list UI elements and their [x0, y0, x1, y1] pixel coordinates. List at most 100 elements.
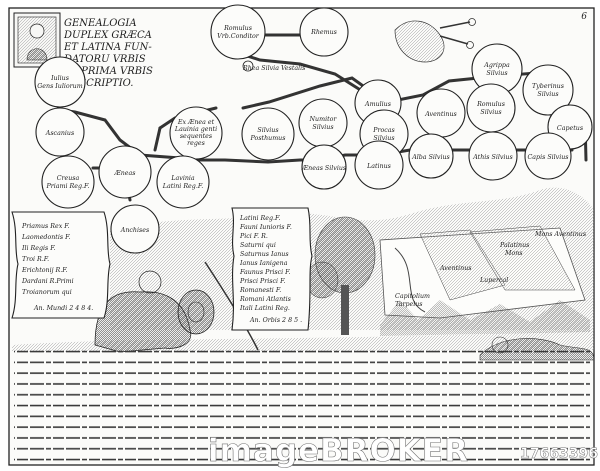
- medallion-label: Ascanius: [45, 130, 75, 137]
- cartouche-line: Ili Regis F.: [21, 245, 56, 252]
- medallion-label: Alba Silvius: [411, 154, 450, 161]
- cartouche-line: Romani Atlantis: [239, 296, 292, 303]
- medallion-label: Romulus: [476, 101, 506, 108]
- medallion: Numitor Silvius: [298, 98, 348, 148]
- medallion-label: Silvius: [257, 127, 279, 134]
- title-line: DUPLEX GRÆCA: [63, 30, 152, 41]
- cartouche-line: Saturni qui: [240, 242, 276, 249]
- cartouche-line: Fauni Iunioris F.: [239, 224, 292, 231]
- medallion-label: Rhemus: [310, 29, 338, 36]
- cartouche-line: Pici F. R.: [239, 233, 268, 240]
- cartouche-line: Ianus Ianigena: [239, 260, 288, 267]
- medallion-label: Vrb.Conditor: [217, 33, 260, 40]
- medallion-label: Romulus: [223, 25, 253, 32]
- seated-soldier-figure: [94, 261, 259, 353]
- shield-icon: [177, 289, 215, 335]
- medallion-label: Silvius: [486, 70, 508, 77]
- medallion-label: Silvius: [537, 91, 559, 98]
- medallion-label: Gens Iuliorum: [37, 83, 82, 90]
- medallion: Æneas: [98, 145, 152, 199]
- medallion: Alba Silvius: [408, 133, 454, 179]
- medallion-label: Priami Reg.F.: [46, 183, 90, 190]
- map-label: Mons Aventinus: [534, 231, 587, 238]
- plate-number: 6: [581, 12, 587, 22]
- medallion: Ascanius: [35, 107, 85, 157]
- medallion-label: reges: [187, 140, 205, 147]
- medallion: Iulius Gens Iuliorum: [34, 56, 86, 108]
- cartouche-line: Romanesti F.: [239, 287, 281, 294]
- medallion-label: Ex Ænea et: [177, 119, 215, 126]
- medallion-label: Tyberinus: [532, 83, 565, 90]
- cartouche-line: Saturnus Ianus: [240, 251, 289, 258]
- medallion-label: Lauinia genti: [174, 126, 217, 133]
- title-line: ET PRIMA VRBIS: [63, 66, 153, 77]
- watermark-id: 17663396: [520, 446, 598, 462]
- medallion: Aventinus: [416, 88, 466, 138]
- medallion-label: Lavinia: [170, 175, 195, 182]
- cartouche-line: Itali Latini Reg.: [239, 305, 290, 312]
- medallion-label: Procas: [372, 127, 395, 134]
- medallion: Lavinia Latini Reg.F.: [156, 155, 210, 209]
- medallion: Tyberinus Silvius: [522, 64, 574, 116]
- medallion: Rhemus: [299, 7, 349, 57]
- medallion: Silvius Posthumus: [241, 107, 295, 161]
- map-label: Tarpeius: [395, 301, 423, 308]
- medallion-label: Latini Reg.F.: [162, 183, 203, 190]
- medallion-label: Æneas Silvius: [301, 165, 347, 172]
- medallion: Æneas Silvius: [301, 144, 347, 190]
- cartouche-line: Faunus Prisci F.: [239, 269, 291, 276]
- right-cartouche: Latini Reg.F. Fauni Iunioris F. Pici F. …: [231, 207, 313, 331]
- medallion-label: Anchises: [120, 227, 150, 234]
- medallion-label: Numitor: [309, 116, 338, 123]
- medallion-label: Capetus: [557, 125, 584, 132]
- medallion-label: Athis Silvius: [472, 154, 513, 161]
- title-line: DATORU VRBIS: [63, 54, 146, 65]
- medallion-label: Aventinus: [424, 111, 457, 118]
- medallion-label: Posthumus: [250, 135, 287, 142]
- cartouche-line: Laomedontis F.: [21, 234, 70, 241]
- cartouche-line: Dardani R.Primi: [21, 278, 74, 285]
- medallion-label: Rhea Silvia Vestalis: [242, 65, 306, 72]
- left-cartouche: Priamus Rex F. Laomedontis F. Ili Regis …: [11, 211, 111, 319]
- cartouche-line: Priamus Rex F.: [21, 223, 70, 230]
- medallion: Agrippa Silvius: [471, 43, 523, 95]
- medallion-label: Silvius: [373, 135, 395, 142]
- tree-illustration: [305, 216, 376, 335]
- cartouche-line: Erichtonij R.F.: [21, 267, 68, 274]
- medallion-label: Agrippa: [483, 62, 510, 69]
- cartouche-line: An. Orbis 2 8 5 .: [249, 317, 302, 324]
- medallion: Capis Silvius: [524, 132, 572, 180]
- medallion: Rhea Silvia Vestalis: [242, 60, 306, 72]
- medallion: Athis Silvius: [468, 131, 518, 181]
- map-label: Aventinus: [439, 265, 472, 272]
- title-line: GENEALOGIA: [64, 18, 137, 29]
- medallion: Ex Ænea et Lauinia genti sequentes reges: [169, 106, 223, 160]
- medallion-label: Capis Silvius: [527, 154, 569, 161]
- medallion-label: Iulius: [50, 75, 70, 82]
- medallion-label: Silvius: [312, 124, 334, 131]
- angel-with-trumpet: [394, 18, 476, 63]
- medallion-label: Latinus: [366, 163, 392, 170]
- map-label: Capitolium: [395, 293, 430, 300]
- cartouche-line: Troianorum qui: [22, 289, 72, 296]
- cartouche-line: Prisci Prisci F.: [239, 278, 285, 285]
- medallion-label: Amulius: [364, 101, 392, 108]
- medallion: Romulus Vrb.Conditor: [210, 4, 266, 60]
- cartouche-line: Latini Reg.F.: [239, 215, 280, 222]
- cartouche-footer: An. Mundi 2 4 8 4.: [33, 305, 93, 312]
- medallion-label: Creusa: [57, 175, 80, 182]
- cartouche-line: Troi R.F.: [22, 256, 49, 263]
- title-line: ET LATINA FUN-: [63, 42, 152, 53]
- latin-text-block: [14, 350, 590, 462]
- medallion: Latinus: [354, 140, 404, 190]
- medallion: Romulus Silvius: [466, 83, 516, 133]
- map-label: Palatinus: [499, 242, 530, 249]
- map-label: Lupercal: [479, 277, 508, 284]
- medallion-label: Æneas: [113, 170, 136, 177]
- title-block: GENEALOGIA DUPLEX GRÆCA ET LATINA FUN- D…: [63, 18, 153, 89]
- medallion: Anchises: [110, 204, 160, 254]
- watermark: imageBROKER 17663396: [208, 433, 598, 470]
- medallion: Creusa Priami Reg.F.: [41, 155, 95, 209]
